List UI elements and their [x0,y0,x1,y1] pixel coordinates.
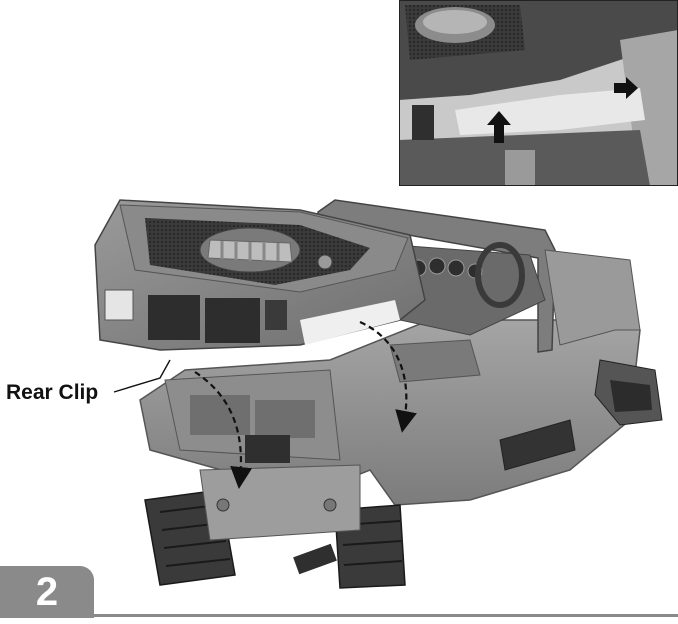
rear-clip-leader-line [113,359,171,393]
dashed-curved-arrow-icon [359,320,417,433]
dashed-curved-arrow-icon [194,371,253,489]
detail-inset [399,0,678,186]
bottom-divider [94,614,678,617]
vehicle-body [139,199,663,589]
step-number-badge: 2 [0,566,94,618]
rear-body-shell [94,199,426,351]
arrow-up-icon [487,111,511,143]
install-arrows [194,320,417,489]
step-number: 2 [35,570,59,614]
rear-clip-label: Rear Clip [6,381,99,404]
arrow-right-icon [614,77,638,99]
